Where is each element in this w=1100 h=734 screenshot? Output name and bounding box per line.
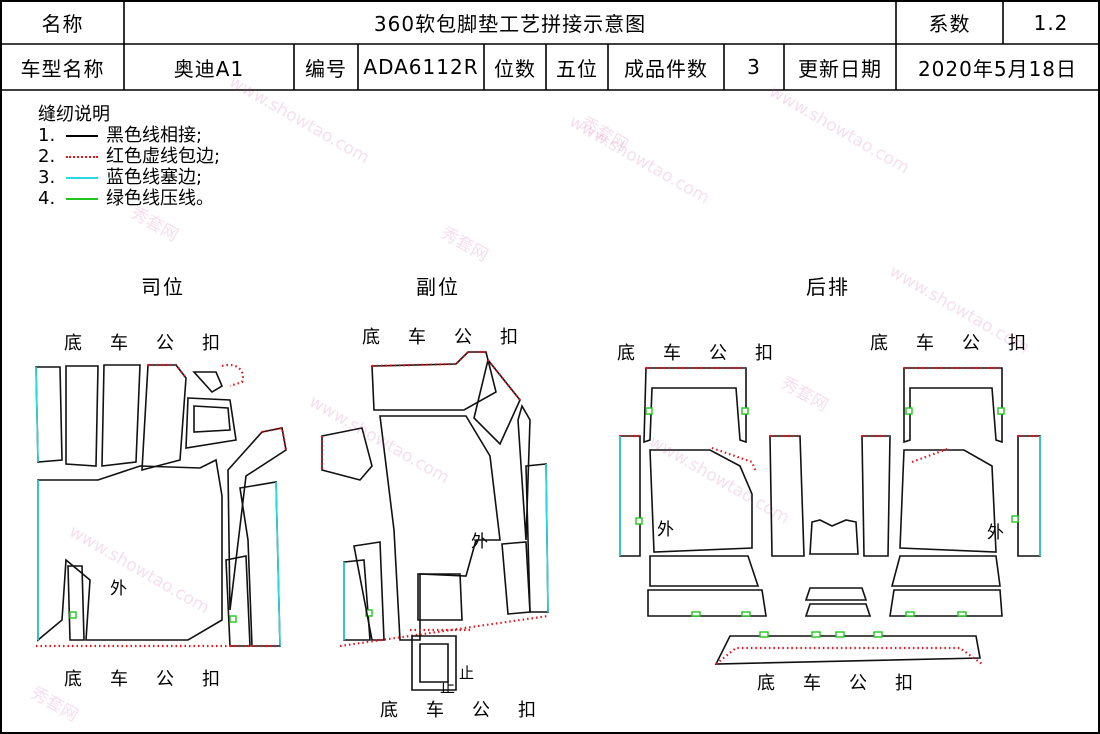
legend-item-green: 4. 绿色线压线。 [38,188,220,209]
legend-text: 绿色线压线。 [106,188,214,209]
outside-mark-driver: 外 [110,579,127,599]
seats-value: 五位 [556,56,598,81]
clip-label-rear-right-top: 底车公扣 [870,333,1054,354]
rear-section-title: 后排 [806,275,850,299]
count-label: 成品件数 [624,56,708,81]
count-value: 3 [747,55,761,79]
clip-label-rear-left-top: 底车公扣 [617,343,801,364]
legend-item-red: 2. 红色虚线包边; [38,146,220,167]
legend-item-black: 1. 黑色线相接; [38,125,220,146]
outside-mark-rear-left: 外 [657,520,674,540]
model-value: 奥迪A1 [173,56,245,81]
rear-mat-group [619,366,1041,665]
date-label: 更新日期 [798,56,882,81]
date-value: 2020年5月18日 [917,56,1078,81]
black-line-swatch [66,134,98,137]
blue-line-swatch [66,176,98,179]
coefficient-label: 系数 [928,12,971,36]
outside-mark-passenger: 外 [471,532,488,552]
clip-label-driver-bottom: 底车公扣 [64,669,248,690]
code-value: ADA6112R [363,55,479,79]
legend-num: 4. [38,188,56,209]
passenger-section-title: 副位 [416,275,460,299]
legend-num: 2. [38,146,56,167]
clip-label-passenger-top: 底车公扣 [362,327,546,348]
red-dotted-swatch [66,155,98,158]
legend-num: 1. [38,125,56,146]
seats-label: 位数 [494,56,536,81]
legend-title: 缝纫说明 [38,104,110,125]
passenger-mat-group [320,350,549,691]
green-line-swatch [66,197,98,200]
diagram-title: 360软包脚垫工艺拼接示意图 [373,12,647,36]
code-label: 编号 [305,56,347,81]
legend-text: 黑色线相接; [106,125,203,146]
clip-label-passenger-bottom: 底车公扣 [380,700,564,721]
clip-label-driver-top: 底车公扣 [64,333,248,354]
driver-mat-group [35,363,288,648]
driver-section-title: 司位 [141,275,185,299]
stop-mark-2: 止 [459,664,475,682]
legend-text: 蓝色线塞边; [106,167,203,188]
legend-item-blue: 3. 蓝色线塞边; [38,167,220,188]
name-label: 名称 [41,12,84,36]
clip-label-rear-bottom: 底车公扣 [757,673,941,694]
sewing-legend: 缝纫说明 1. 黑色线相接; 2. 红色虚线包边; 3. 蓝色线塞边; 4. 绿… [38,104,220,209]
legend-text: 红色虚线包边; [106,146,221,167]
model-label: 车型名称 [20,56,105,81]
coefficient-value: 1.2 [1033,10,1069,35]
legend-num: 3. [38,167,56,188]
